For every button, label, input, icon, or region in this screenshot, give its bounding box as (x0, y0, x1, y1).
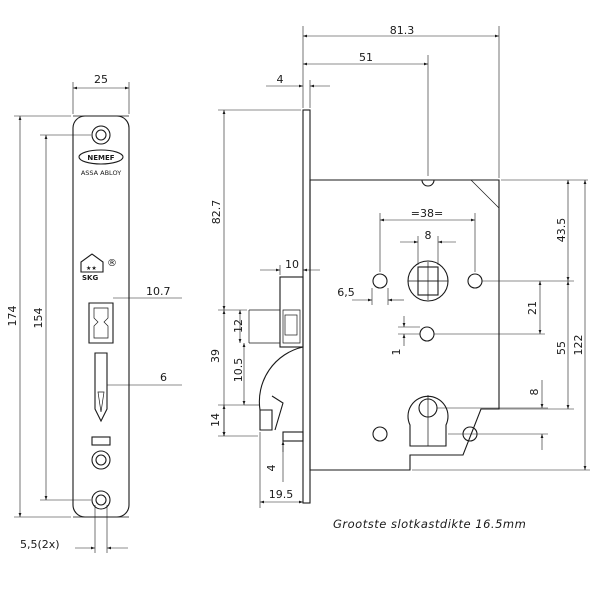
skg-mark-icon: ★★ SKG ® (80, 253, 117, 282)
case-notch (421, 179, 435, 187)
svg-text:®: ® (107, 258, 117, 269)
dim-case-total: 122 (572, 335, 585, 356)
cylinder-hole (372, 395, 478, 447)
dim-spacing-10-5: 10.5 (232, 358, 245, 383)
lock-case-outline (309, 179, 500, 471)
side-view: 81.3 51 4 82.7 10 12 39 10.5 1 (209, 24, 590, 531)
spindle-follower (372, 260, 483, 342)
dim-center-55: 55 (555, 341, 568, 355)
dim-forend-thickness: 4 (277, 73, 284, 86)
svg-text:SKG: SKG (82, 274, 98, 282)
svg-text:ASSA ABLOY: ASSA ABLOY (81, 169, 121, 177)
dim-bolt-offset: 4 (265, 465, 278, 472)
dim-latch-projection: 10 (285, 258, 299, 271)
latch-side (248, 276, 304, 348)
dim-latch-width: 10.7 (146, 285, 171, 298)
dim-bolt-projection: 19.5 (269, 488, 294, 501)
dim-center-21: 21 (526, 301, 539, 315)
latch-opening (88, 302, 114, 344)
dim-plate-width: 25 (94, 73, 108, 86)
dim-spacing-39: 39 (209, 349, 222, 363)
dim-backset: 51 (359, 51, 373, 64)
svg-text:NEMEF: NEMEF (87, 154, 114, 162)
svg-text:★★: ★★ (86, 265, 97, 272)
bolt-side (258, 346, 304, 442)
dim-spindle-spacing: =38= (411, 207, 443, 220)
top-screw-hole (91, 125, 111, 145)
dim-follower-offset: 6,5 (337, 286, 355, 299)
dim-latch-height: 12 (232, 319, 245, 333)
dim-pin-offset: 1 (390, 349, 403, 356)
dim-bolt-height: 14 (209, 413, 222, 427)
dim-spindle-square: 8 (425, 229, 432, 242)
dim-bolt-width: 6 (160, 371, 167, 384)
bottom-screw-hole (91, 490, 111, 510)
dim-total-height: 174 (6, 306, 19, 327)
forend-side (302, 109, 311, 504)
dim-case-depth: 81.3 (390, 24, 415, 37)
nemef-logo: NEMEF ASSA ABLOY (78, 149, 124, 177)
front-view: NEMEF ASSA ABLOY ★★ SKG ® (6, 73, 182, 553)
small-slot (91, 436, 111, 446)
bolt-slot (94, 352, 108, 423)
dim-case-top: 43.5 (555, 218, 568, 243)
dim-cylinder: 8 (528, 389, 541, 396)
middle-screw-hole (91, 450, 111, 470)
dim-screw-hole: 5,5(2x) (20, 538, 60, 551)
caption: Grootste slotkastdikte 16.5mm (333, 517, 526, 531)
dim-screw-spacing: 154 (32, 308, 45, 329)
dim-upper-height: 82.7 (210, 200, 223, 225)
forend-plate-outline (72, 115, 130, 518)
